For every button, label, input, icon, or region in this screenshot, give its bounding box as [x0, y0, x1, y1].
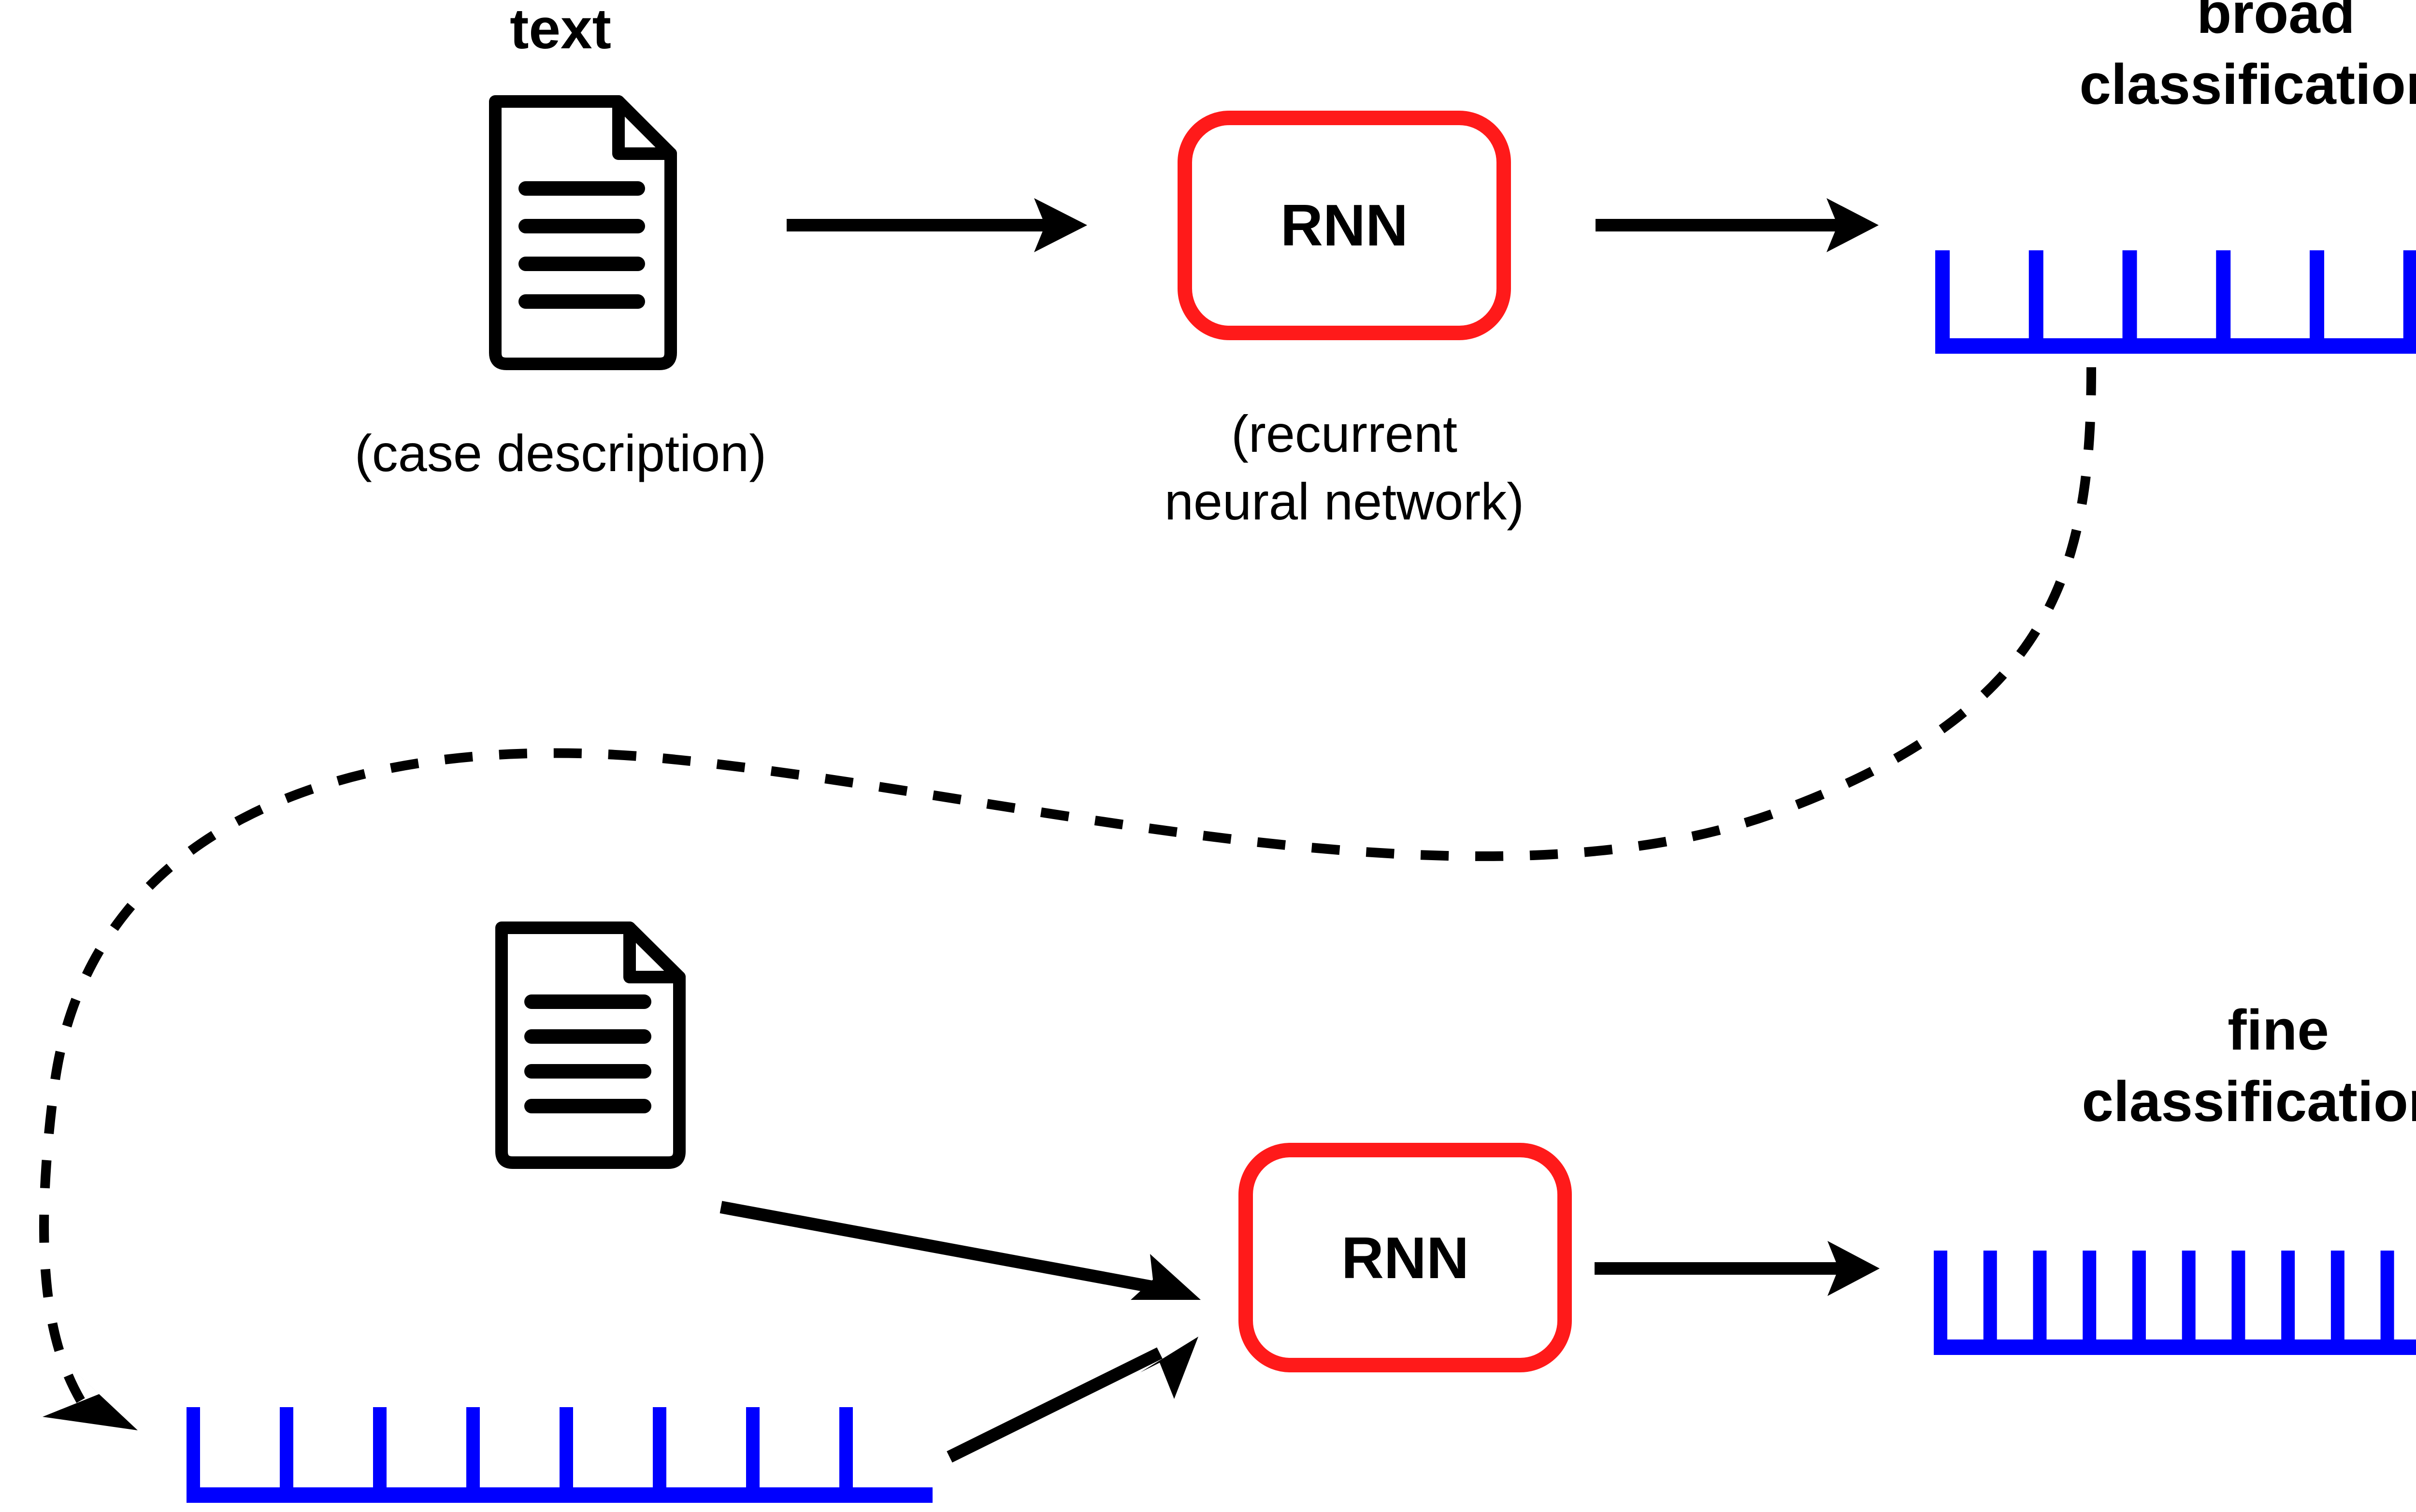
- arrow-right-icon: [1595, 1241, 1880, 1296]
- arrow-right-icon: [1596, 198, 1879, 252]
- rnn-label-bottom: RNN: [1341, 1225, 1469, 1291]
- vector-baseline: [1935, 338, 2416, 354]
- rnn-node-top: RNN: [1178, 111, 1511, 340]
- vector-tooth: [1935, 250, 1950, 354]
- vector-tooth: [560, 1407, 573, 1503]
- vector-tooth: [2403, 250, 2416, 354]
- arrow-diagonal-down-right-icon: [719, 1201, 1201, 1300]
- rnn-node-bottom: RNN: [1238, 1143, 1572, 1372]
- rnn-sublabel-line1: (recurrent: [1231, 404, 1457, 463]
- vector-tooth: [373, 1407, 387, 1503]
- document-icon: [489, 95, 677, 370]
- fine-label-line2: classifications: [2082, 1070, 2416, 1134]
- vector-tooth: [1983, 1251, 1997, 1355]
- vector-tooth: [2310, 250, 2324, 354]
- vector-tooth: [2281, 1251, 2295, 1355]
- broad-input-vector: [187, 1407, 933, 1503]
- vector-tooth: [2122, 250, 2137, 354]
- vector-tooth: [2132, 1251, 2146, 1355]
- broad-classification-vector: [1935, 250, 2416, 354]
- vector-tooth: [2231, 1251, 2245, 1355]
- broad-label-line2: classifications: [2079, 53, 2416, 116]
- dashed-feedback-arrow-icon: [39, 367, 2096, 1430]
- arrow-diagonal-up-right-icon: [947, 1337, 1198, 1463]
- vector-tooth: [2182, 1251, 2196, 1355]
- fine-classification-vector: [1934, 1251, 2416, 1355]
- broad-label-line1: broad: [2197, 0, 2355, 45]
- vector-tooth: [187, 1407, 200, 1503]
- vector-tooth: [280, 1407, 293, 1503]
- vector-tooth: [2083, 1251, 2097, 1355]
- vector-tooth: [2216, 250, 2231, 354]
- vector-tooth: [2380, 1251, 2394, 1355]
- vector-tooth: [839, 1407, 853, 1503]
- vector-tooth: [466, 1407, 480, 1503]
- rnn-sublabel-line2: neural network): [1165, 472, 1524, 531]
- vector-tooth: [1934, 1251, 1947, 1355]
- text-heading: text: [510, 0, 611, 61]
- vector-tooth: [2330, 1251, 2344, 1355]
- vector-tooth: [2033, 1251, 2047, 1355]
- fine-label-line1: fine: [2228, 998, 2329, 1062]
- vector-tooth: [653, 1407, 666, 1503]
- arrow-right-icon: [787, 198, 1087, 252]
- document-icon: [495, 922, 686, 1169]
- rnn-label-top: RNN: [1280, 192, 1408, 258]
- vector-tooth: [746, 1407, 760, 1503]
- vector-tooth: [2028, 250, 2043, 354]
- text-sublabel: (case description): [355, 424, 766, 482]
